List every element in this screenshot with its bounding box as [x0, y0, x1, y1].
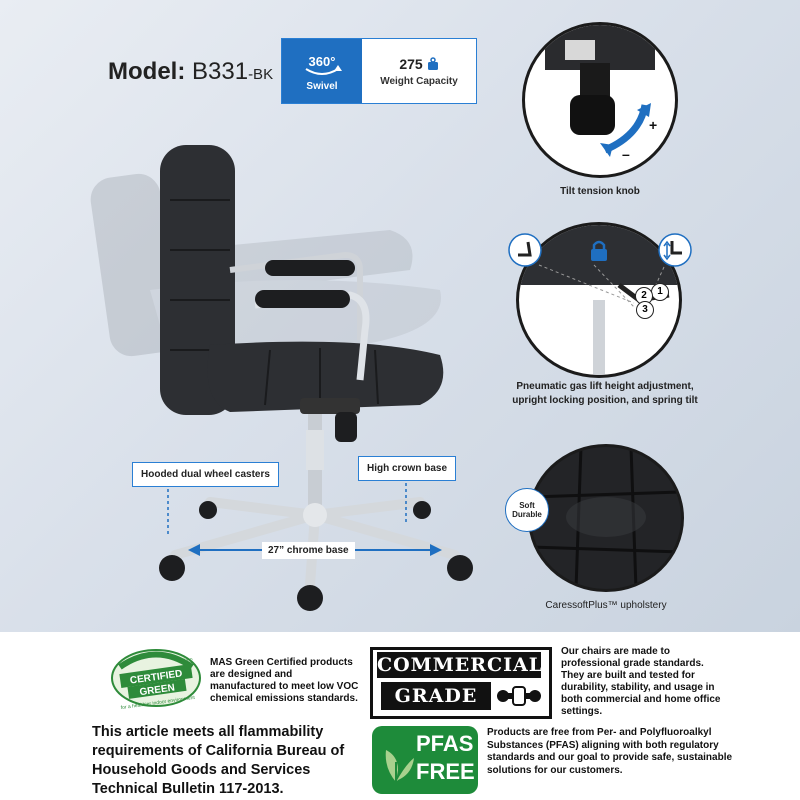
commercial-text: Our chairs are made to professional grad…: [561, 646, 721, 717]
model-code: B331: [192, 58, 249, 85]
svg-text:360°: 360°: [309, 54, 336, 69]
tilt-knob-image: + –: [545, 25, 657, 162]
height-adjust-icon: [658, 233, 692, 267]
upholstery-detail: [528, 444, 684, 592]
commercial-grade-logo: COMMERCIAL GRADE: [370, 647, 552, 719]
pfas-text: Products are free from Per- and Polyfluo…: [487, 727, 733, 776]
weight-icon: [427, 56, 438, 70]
mas-green-logo: MAS CERTIFIED GREEN for a healthier indo…: [110, 647, 202, 711]
svg-text:GREEN: GREEN: [139, 682, 176, 698]
soft-label: Soft: [519, 501, 535, 510]
office-chair-image: [90, 145, 473, 611]
soft-durable-badge: Soft Durable: [505, 488, 549, 532]
adjustment-detail: [516, 222, 682, 378]
weight-label: Weight Capacity: [380, 75, 458, 87]
callout-3: 3: [636, 301, 654, 319]
model-suffix: -BK: [248, 66, 274, 83]
leaf-icon: [385, 750, 414, 782]
lock-icon: [591, 240, 607, 261]
pfas-free-text: PFAS FREE: [416, 730, 475, 786]
tilt-caption: Tilt tension knob: [560, 186, 640, 197]
mas-text: MAS Green Certified products are designe…: [210, 657, 359, 704]
chrome-base-label: 27” chrome base: [262, 542, 355, 559]
weight-value: 275: [399, 55, 423, 72]
svg-text:–: –: [622, 146, 630, 162]
spec-badge: 360° Swivel 275 Weight Capacity: [281, 38, 477, 104]
tilt-knob-detail: + –: [522, 22, 678, 178]
model-label: Model:: [108, 58, 186, 85]
gas-lift-caption: Pneumatic gas lift height adjustment, up…: [512, 381, 698, 406]
pfas-free-logo: [372, 726, 478, 794]
pfas-word: PFAS: [416, 731, 474, 756]
casters-label: Hooded dual wheel casters: [132, 462, 279, 487]
free-word: FREE: [416, 759, 475, 784]
svg-text:+: +: [649, 117, 657, 133]
commercial-word: COMMERCIAL: [377, 652, 544, 678]
tilt-angle-icon: [508, 233, 542, 267]
flammability-text: This article meets all flammability requ…: [92, 724, 345, 797]
rotate-360-icon: 360°: [305, 54, 342, 75]
wrench-fist-icon: [497, 686, 541, 706]
callout-1: 1: [651, 283, 669, 301]
model-title: Model: B331-BK: [108, 58, 273, 86]
durable-label: Durable: [512, 510, 542, 519]
product-hero: Model: B331-BK 360° Swivel 275 Weight Ca…: [0, 0, 800, 632]
swivel-label: Swivel: [306, 80, 338, 92]
weight-badge: 275 Weight Capacity: [362, 39, 476, 103]
upholstery-caption: CaressoftPlus™ upholstery: [545, 600, 667, 611]
grade-word: GRADE: [381, 682, 491, 710]
crown-base-label: High crown base: [358, 456, 457, 481]
swivel-badge: 360° Swivel: [282, 39, 362, 103]
upholstery-image: [531, 447, 681, 589]
svg-text:MAS: MAS: [180, 659, 193, 665]
